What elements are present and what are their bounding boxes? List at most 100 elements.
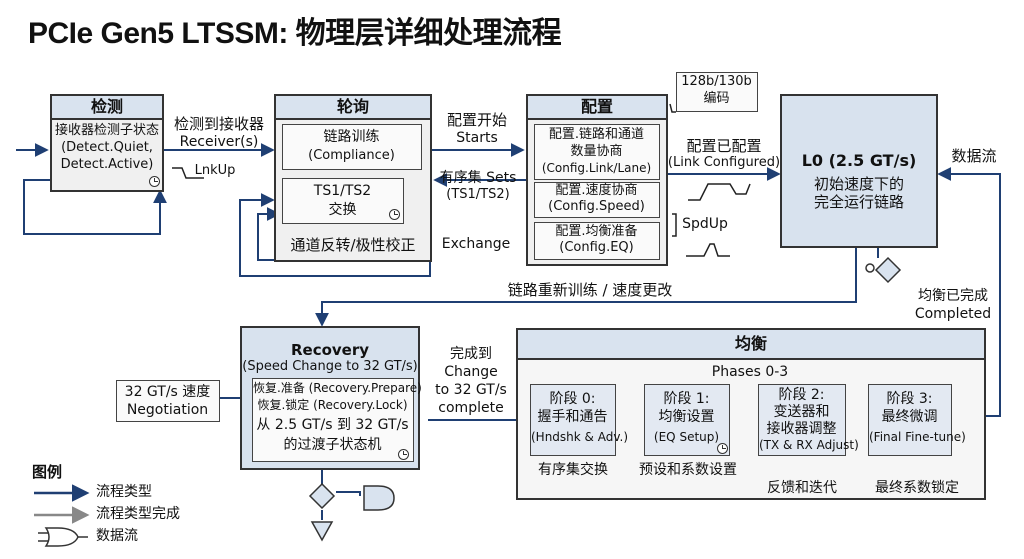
page-title: PCIe Gen5 LTSSM: 物理层详细处理流程 — [28, 17, 562, 50]
phase-0-box: 阶段 0: 握手和通告 (Hndshk & Adv.) — [530, 384, 629, 456]
phase-0-below: 有序集交换 — [538, 462, 608, 478]
phase-1-box: 阶段 1: 均衡设置 (EQ Setup) — [644, 384, 730, 456]
config-to-polling-label-2: (TS1/TS2) — [446, 187, 510, 202]
data-flow-label: 数据流 — [951, 147, 997, 165]
detect-header: 检测 — [52, 96, 162, 120]
phase-3-desc: 最终微调 — [881, 409, 938, 425]
l0-junction-dot — [865, 263, 875, 273]
equalization-header: 均衡 — [518, 330, 984, 360]
l0-merge-diamond — [874, 256, 902, 284]
lnkup-waveform — [172, 167, 204, 179]
polling-to-config-label-1: 配置开始 — [446, 111, 507, 129]
recovery-to-eq-label-4: complete — [438, 400, 504, 416]
phase-2-en: (TX & RX Adjust) — [759, 438, 859, 452]
legend-item-data: 数据流 — [96, 528, 138, 544]
encoding-callout: 128b/130b 编码 — [676, 72, 758, 112]
recovery-merge-diamond — [308, 482, 336, 510]
phase-2-name: 阶段 2: — [778, 387, 825, 403]
spdup-waveform — [688, 183, 751, 201]
compliance-substate: 链路训练 (Compliance) — [282, 124, 422, 170]
phase-0-name: 阶段 0: — [549, 391, 596, 407]
retrain-label: 链路重新训练 / 速度更改 — [507, 281, 673, 299]
recovery-subtitle: (Speed Change to 32 GT/s) — [242, 359, 418, 374]
compliance-line-1: 链路训练 — [323, 129, 380, 145]
recovery-clock-icon — [398, 449, 409, 460]
phase-3-name: 阶段 3: — [886, 391, 933, 407]
phase-2-desc-line-1: 变送器和 — [773, 404, 830, 420]
l0-state-box: L0 (2.5 GT/s) 初始速度下的 完全运行链路 — [780, 94, 938, 248]
detect-body-line-3: Detect.Active) — [60, 157, 154, 172]
ts-line-2: 交换 — [328, 202, 357, 218]
detect-to-polling-label-1: 检测到接收器 — [173, 115, 264, 133]
recovery-title: Recovery — [290, 341, 370, 359]
negotiation-callout: 32 GT/s 速度 Negotiation — [116, 380, 220, 422]
eq-waveform — [686, 243, 730, 257]
speed-line-1: 配置.速度协商 — [555, 183, 638, 198]
polling-header: 轮询 — [276, 96, 430, 120]
link-lane-line-2: 数量协商 — [570, 144, 623, 159]
phase-2-below: 反馈和迭代 — [767, 480, 837, 496]
detect-to-polling-label-2: Receiver(s) — [179, 134, 259, 150]
phase-2-box: 阶段 2: 变送器和 接收器调整 (TX & RX Adjust) — [758, 384, 859, 456]
phase-1-desc: 均衡设置 — [658, 409, 715, 425]
config-speed-substate: 配置.速度协商 (Config.Speed) — [534, 182, 660, 218]
encoding-callout-leader — [669, 103, 676, 113]
recovery-line-4: 的过渡子状态机 — [283, 437, 382, 453]
config-to-polling-label-1: 有序集 Sets — [439, 170, 517, 186]
link-lane-line-1: 配置.链路和通道 — [548, 127, 645, 142]
recovery-and-gate — [363, 485, 395, 511]
phase-3-en: (Final Fine-tune) — [869, 430, 966, 444]
legend-item-flow: 流程类型 — [96, 484, 152, 500]
ts-exchange-substate: TS1/TS2 交换 — [282, 178, 404, 224]
l0-title: L0 (2.5 GT/s) — [801, 151, 917, 170]
phase-1-en: (EQ Setup) — [653, 430, 720, 444]
legend-gate-leads — [38, 532, 88, 542]
recovery-down-triangle — [310, 521, 334, 542]
config-link-lane-substate: 配置.链路和通道 数量协商 (Config.Link/Lane) — [534, 124, 660, 180]
detect-loop-arrow — [23, 179, 167, 235]
recovery-to-eq-label-2: Change — [444, 364, 498, 380]
legend-title: 图例 — [32, 463, 63, 481]
detect-body-line-1: 接收器检测子状态 — [54, 123, 159, 138]
recovery-line-1: 恢复.准备 (Recovery.Prepare) — [253, 381, 422, 395]
phase-3-box: 阶段 3: 最终微调 (Final Fine-tune) — [868, 384, 966, 456]
detect-state-box: 检测 接收器检测子状态 (Detect.Quiet, Detect.Active… — [50, 94, 164, 192]
exchange-label: Exchange — [441, 236, 511, 252]
phase-3-below: 最终系数锁定 — [875, 480, 959, 496]
l0-to-recovery-arrow — [315, 248, 857, 327]
lnkup-label: LnkUp — [194, 163, 236, 178]
negotiation-line-2: Negotiation — [126, 402, 209, 418]
recovery-line-2: 恢复.锁定 (Recovery.Lock) — [257, 398, 408, 412]
gate-feed-line — [336, 491, 361, 496]
legend-gate-icon — [44, 527, 79, 547]
phase-0-en: (Hndshk & Adv.) — [531, 430, 629, 444]
config-to-l0-label-1: 配置已配置 — [686, 137, 762, 155]
eq-prep-line-1: 配置.均衡准备 — [555, 224, 638, 239]
recovery-to-eq-label-3: to 32 GT/s — [435, 382, 507, 398]
spdup-bracket — [672, 213, 677, 237]
phase-1-below: 预设和系数设置 — [639, 462, 737, 478]
detect-clock-icon — [149, 176, 160, 187]
legend-item-done: 流程类型完成 — [96, 506, 180, 522]
polling-to-config-label-2: Starts — [456, 130, 498, 146]
link-lane-line-3: (Config.Link/Lane) — [541, 161, 652, 175]
speed-line-2: (Config.Speed) — [548, 199, 645, 214]
lane-reversal-label: 通道反转/极性校正 — [290, 236, 416, 254]
recovery-line-3: 从 2.5 GT/s 到 32 GT/s — [256, 417, 409, 433]
eq-complete-label-2: Completed — [914, 306, 992, 322]
eq-complete-label-1: 均衡已完成 — [918, 288, 988, 304]
ts-line-1: TS1/TS2 — [313, 183, 372, 199]
ts-clock-icon — [389, 209, 400, 220]
recovery-substates: 恢复.准备 (Recovery.Prepare) 恢复.锁定 (Recovery… — [252, 378, 422, 462]
compliance-line-2: (Compliance) — [308, 148, 395, 163]
l0-body-line-1: 初始速度下的 — [813, 175, 904, 193]
phase-1-name: 阶段 1: — [663, 391, 710, 407]
recovery-to-eq-label-1: 完成到 — [450, 346, 492, 362]
config-to-l0-label-2: (Link Configured) — [667, 155, 781, 170]
negotiation-line-1: 32 GT/s 速度 — [124, 384, 211, 400]
spdup-label: SpdUp — [682, 216, 728, 232]
phase-2-desc-line-2: 接收器调整 — [766, 421, 837, 437]
config-eq-substate: 配置.均衡准备 (Config.EQ) — [534, 222, 660, 260]
phase-1-clock-icon — [717, 443, 728, 454]
